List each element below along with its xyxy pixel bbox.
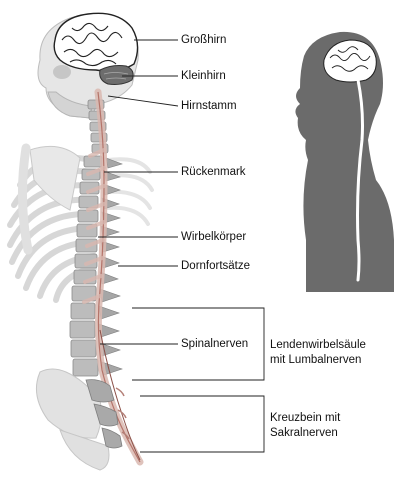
label-dornfortsaetze: Dornfortsätze bbox=[181, 259, 250, 273]
label-kreuzbein: Kreuzbein mit Sakralnerven bbox=[270, 411, 340, 441]
label-wirbelkoerper: Wirbelkörper bbox=[181, 230, 246, 244]
label-lendenwirbelsaeule: Lendenwirbelsäule mit Lumbalnerven bbox=[270, 338, 366, 368]
label-kleinhirn: Kleinhirn bbox=[181, 69, 226, 83]
label-kreuzbein-line2: Sakralnerven bbox=[270, 426, 340, 441]
label-grosshirn: Großhirn bbox=[181, 33, 226, 47]
cerebellum bbox=[100, 66, 133, 85]
label-hirnstamm: Hirnstamm bbox=[181, 99, 237, 113]
label-lendenwirbelsaeule-line2: mit Lumbalnerven bbox=[270, 353, 366, 368]
label-spinalnerven: Spinalnerven bbox=[181, 337, 248, 351]
eye-socket bbox=[53, 65, 71, 79]
label-kreuzbein-line1: Kreuzbein mit bbox=[270, 411, 340, 426]
humerus bbox=[22, 148, 28, 250]
label-rueckenmark: Rückenmark bbox=[181, 165, 246, 179]
label-lendenwirbelsaeule-line1: Lendenwirbelsäule bbox=[270, 338, 366, 353]
cerebrum bbox=[54, 13, 137, 71]
